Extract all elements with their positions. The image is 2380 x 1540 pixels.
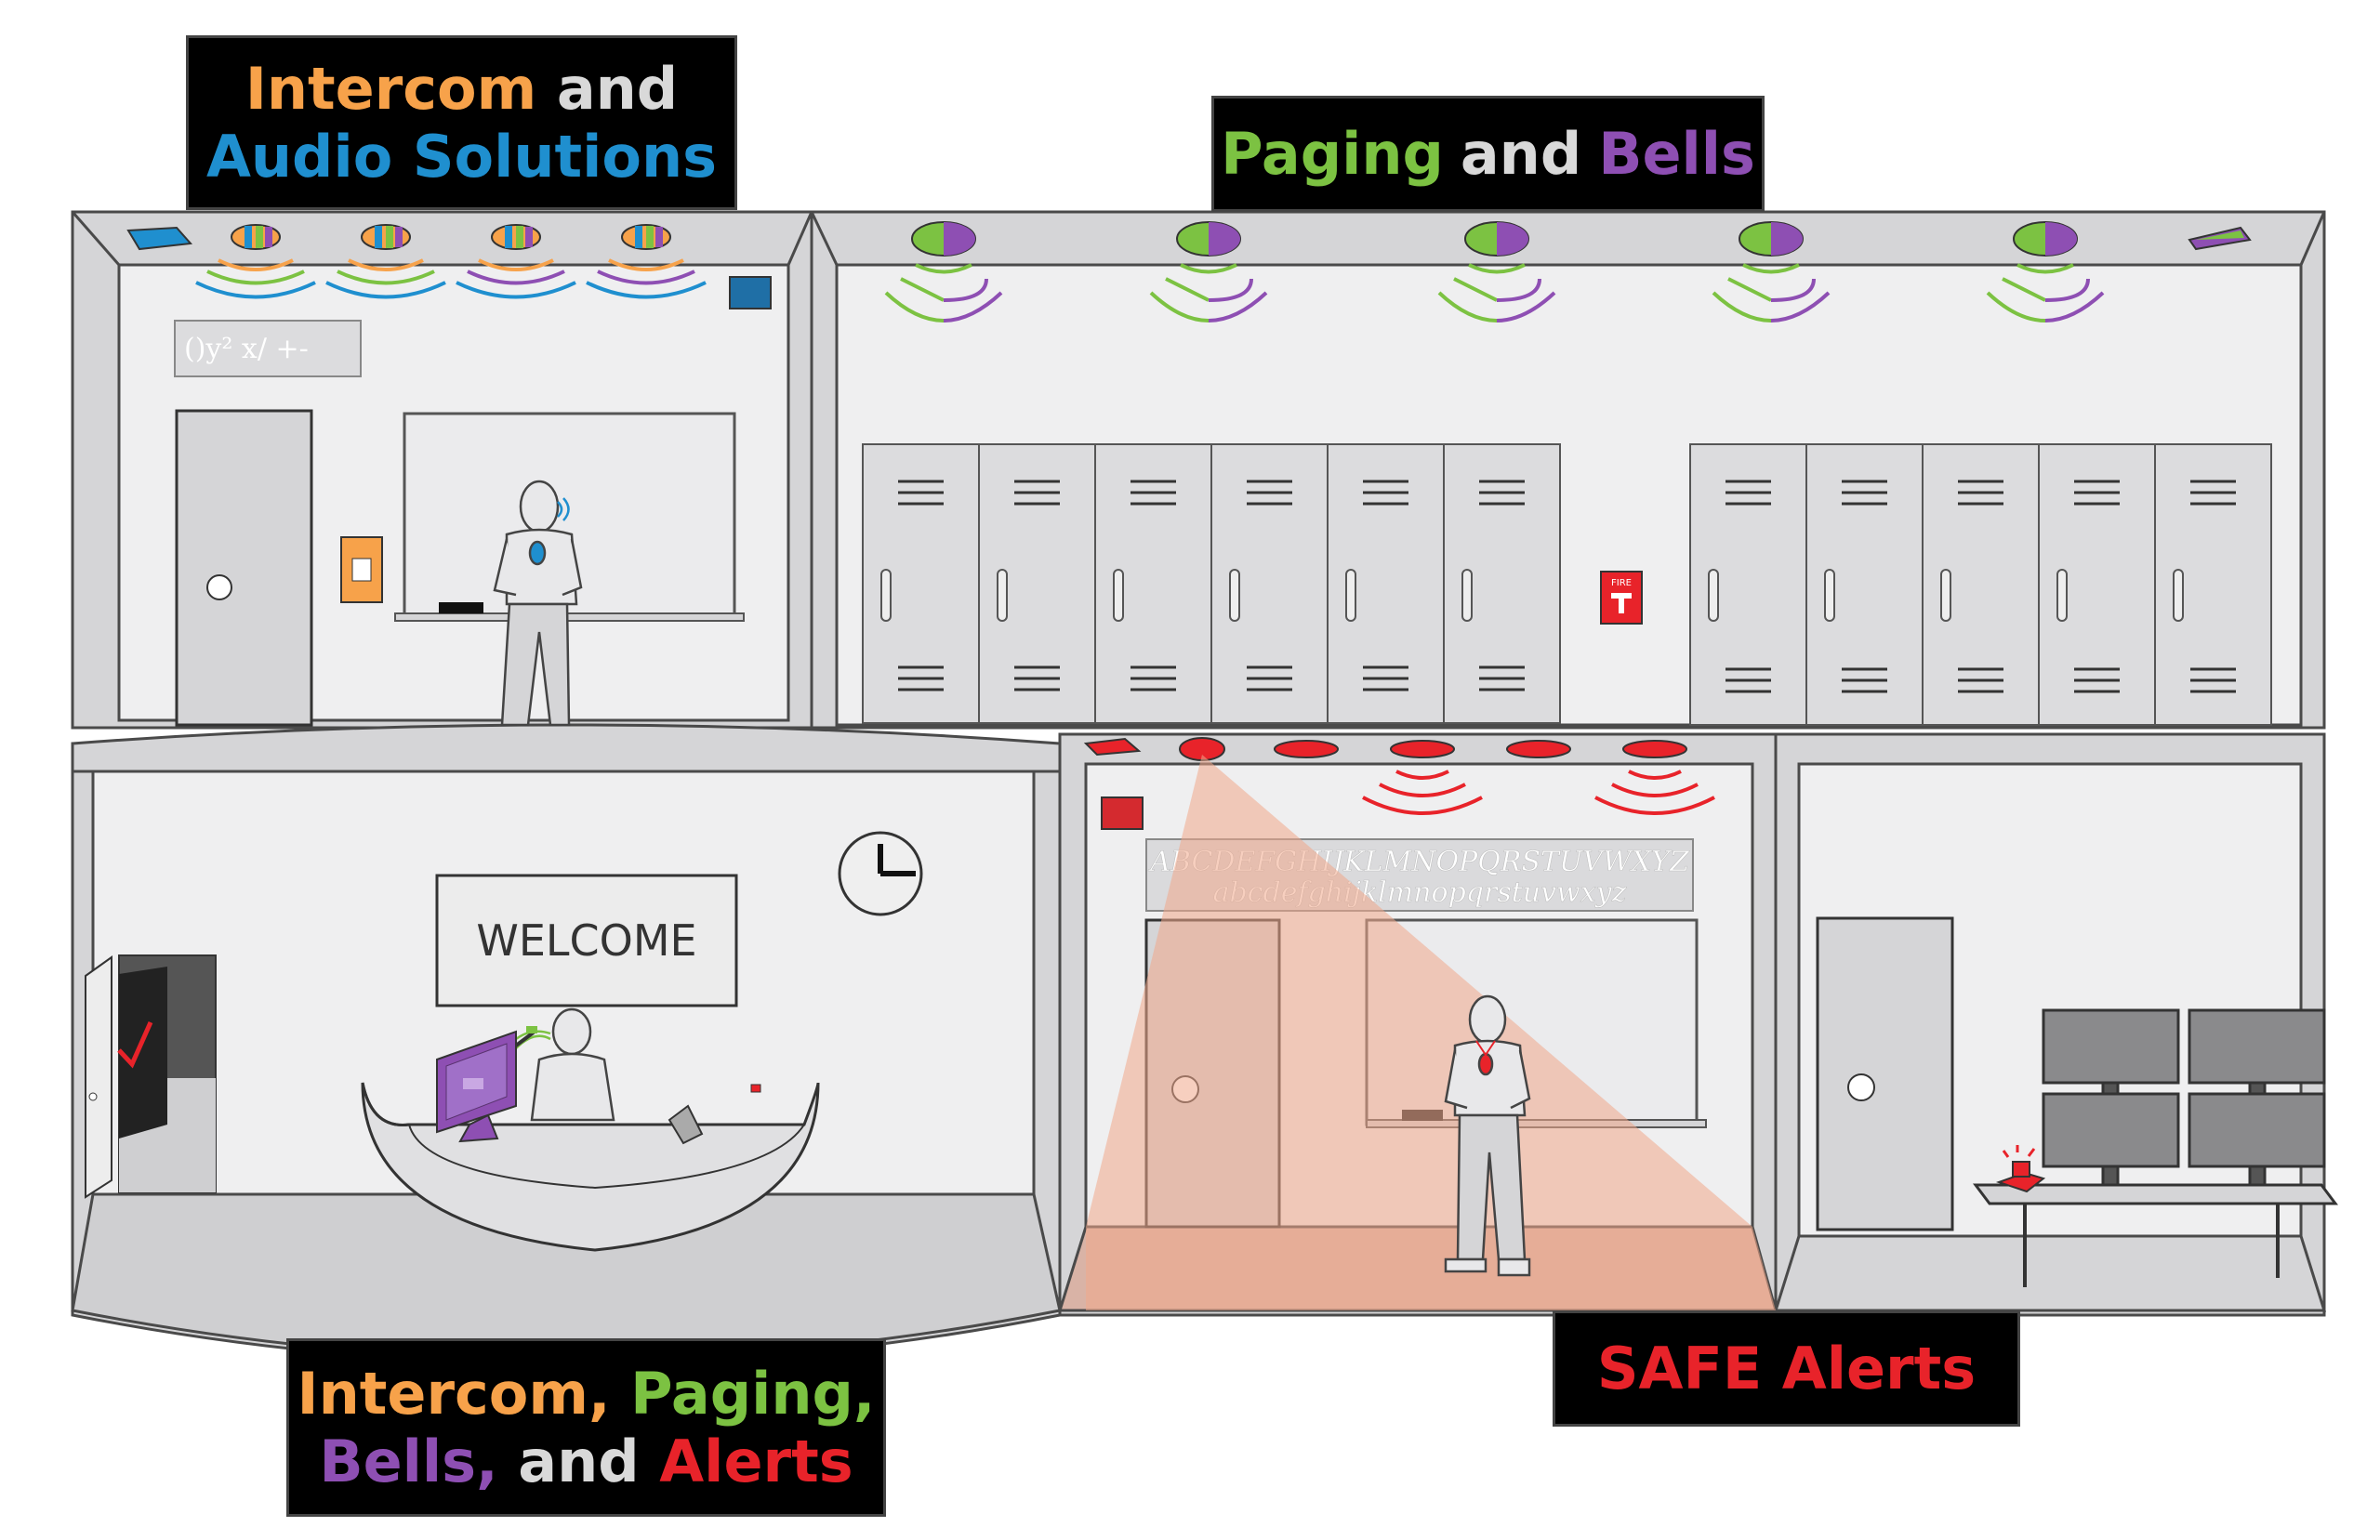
desktop-console-icon [436, 1026, 537, 1143]
intercom-audio-solutions-label: Intercom and Audio Solutions [186, 35, 737, 210]
alert-strobe-icon [1622, 740, 1687, 758]
bells-word: Bells [1598, 119, 1755, 188]
paging-sound-waves [884, 263, 2105, 322]
monitor-wall [2042, 1008, 2326, 1201]
door-knob [1847, 1073, 1875, 1101]
teacher-figure [493, 480, 583, 727]
welcome-sign [435, 874, 738, 1007]
security-monitor [2042, 1008, 2180, 1085]
locker [1689, 443, 1807, 726]
lobby-ceiling [71, 723, 1062, 773]
intercom-speaker-icon [361, 224, 411, 250]
desk-phone-icon [668, 1104, 704, 1145]
alert-controller-icon [1083, 737, 1142, 757]
audio-controller-icon [126, 226, 193, 251]
security-monitor [2188, 1008, 2326, 1085]
and-word: and [556, 54, 679, 123]
security-monitor [2042, 1092, 2180, 1168]
locker [978, 443, 1096, 724]
door-knob [206, 574, 232, 600]
upper-left-classroom: ()y² x/ +- [126, 224, 772, 727]
wall-clock-icon [838, 831, 923, 916]
intercom-word: Intercom [245, 54, 537, 123]
security-monitor [2188, 1092, 2326, 1168]
hallway: FIRE [862, 221, 2272, 726]
alert-strobe-icon [1506, 740, 1571, 758]
panic-button-icon [750, 1084, 761, 1093]
math-board-text: ()y² x/ +- [184, 333, 309, 365]
intercom-speaker-icon [621, 224, 671, 250]
locker-bank-left [862, 443, 1561, 724]
and-word: and [1460, 119, 1582, 188]
locker [1327, 443, 1445, 724]
fire-label: FIRE [1611, 578, 1632, 588]
math-board [174, 320, 362, 377]
checkmark-icon [117, 1020, 153, 1069]
paging-speaker-icon [2013, 221, 2078, 257]
paging-speakers [911, 221, 2078, 257]
intercom-panel-icon [729, 276, 772, 309]
locker [862, 443, 980, 724]
paging-speaker-icon [911, 221, 976, 257]
locker-bank-right [1689, 443, 2272, 726]
intercom-paging-bells-alerts-label: Intercom, Paging, Bells, and Alerts [286, 1338, 886, 1517]
label-line-1: Intercom, Paging, [298, 1360, 876, 1428]
alert-strobe-icon [1390, 740, 1455, 758]
teacher-figure [1444, 994, 1531, 1277]
and-word: and [518, 1428, 640, 1495]
locker [2154, 443, 2272, 726]
safe-alerts-label: SAFE Alerts [1553, 1310, 2020, 1427]
audio-solutions-word: Audio Solutions [205, 123, 718, 191]
alert-phone-icon [1995, 1145, 2046, 1193]
office-door [1816, 916, 1954, 1231]
paging-bells-label: Paging and Bells [1211, 96, 1765, 212]
intercom-sound-waves [195, 258, 707, 299]
intercom-word: Intercom, [297, 1359, 611, 1428]
locker [1922, 443, 2040, 726]
paging-speaker-icon [1176, 221, 1241, 257]
sensor-detection-zone [1086, 755, 1776, 1310]
security-office [1816, 916, 2338, 1287]
lobby: WELCOME [85, 831, 923, 1252]
alert-wall-panel-icon [1101, 796, 1144, 830]
office-floor [1773, 1234, 2327, 1312]
welcome-sign-text: WELCOME [476, 915, 696, 966]
office-desk [1973, 1183, 2338, 1205]
safe-alerts-classroom: ABCDEFGHIJKLMNOPQRSTUVWXYZ abcdefghijklm… [1083, 737, 1776, 1310]
paging-speaker-icon [1739, 221, 1804, 257]
bells-word: Bells, [319, 1428, 498, 1495]
alert-sound-waves [1362, 770, 1715, 815]
paging-word: Paging, [630, 1359, 876, 1428]
paging-word: Paging [1221, 119, 1444, 188]
label-line-1: Intercom and [245, 55, 678, 123]
paging-speaker-icon [1464, 221, 1529, 257]
locker [2038, 443, 2156, 726]
locker [1210, 443, 1329, 724]
alerts-word: Alerts [659, 1428, 853, 1495]
intercom-speaker-icon [491, 224, 541, 250]
ceiling-speakers [231, 224, 671, 250]
locker [1094, 443, 1212, 724]
access-control-panel [119, 967, 167, 1139]
intercom-speaker-icon [231, 224, 281, 250]
entry-door [85, 955, 112, 1199]
alert-strobe-icon [1274, 740, 1339, 758]
classroom-door [175, 409, 313, 727]
label-line-2: Bells, and Alerts [319, 1428, 853, 1495]
locker [1805, 443, 1924, 726]
fire-alarm-pull-station: FIRE [1600, 571, 1643, 625]
locker [1443, 443, 1561, 724]
